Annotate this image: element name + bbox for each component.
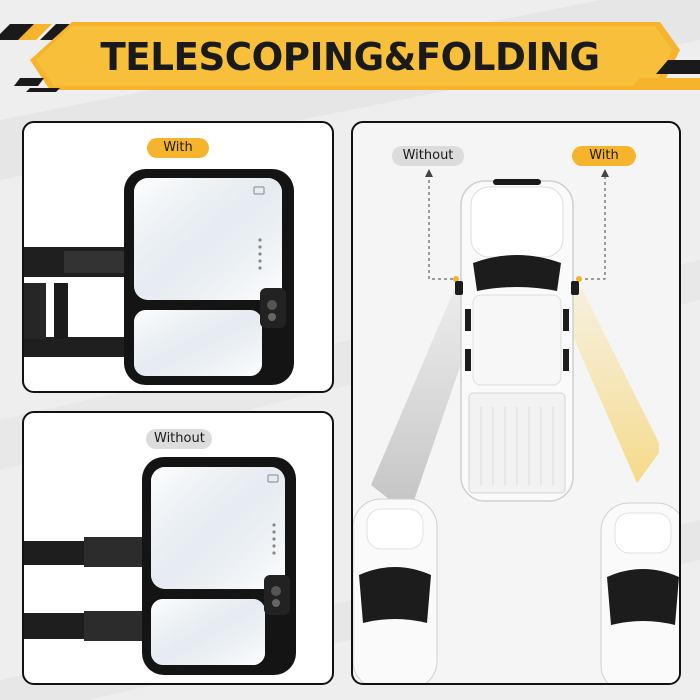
extended-mirror-illustration <box>24 169 294 385</box>
right-car-icon <box>600 502 679 683</box>
diagram-without-badge: Without <box>392 146 464 166</box>
visibility-diagram <box>353 169 679 683</box>
retracted-mirror-illustration <box>24 457 296 675</box>
left-car-icon <box>353 498 438 683</box>
pickup-truck-icon <box>455 179 579 502</box>
banner-title: TELESCOPING&FOLDING <box>100 35 600 79</box>
mirror-without-panel: Without <box>22 411 334 685</box>
visibility-diagram-panel: Without With <box>351 121 681 685</box>
diagram-with-badge: With <box>572 146 636 166</box>
mirror-with-panel: With <box>22 121 334 393</box>
with-view-cone <box>567 283 659 483</box>
title-banner <box>0 22 700 92</box>
with-badge: With <box>147 138 209 158</box>
without-view-cone <box>371 283 475 515</box>
without-badge: Without <box>146 429 212 449</box>
